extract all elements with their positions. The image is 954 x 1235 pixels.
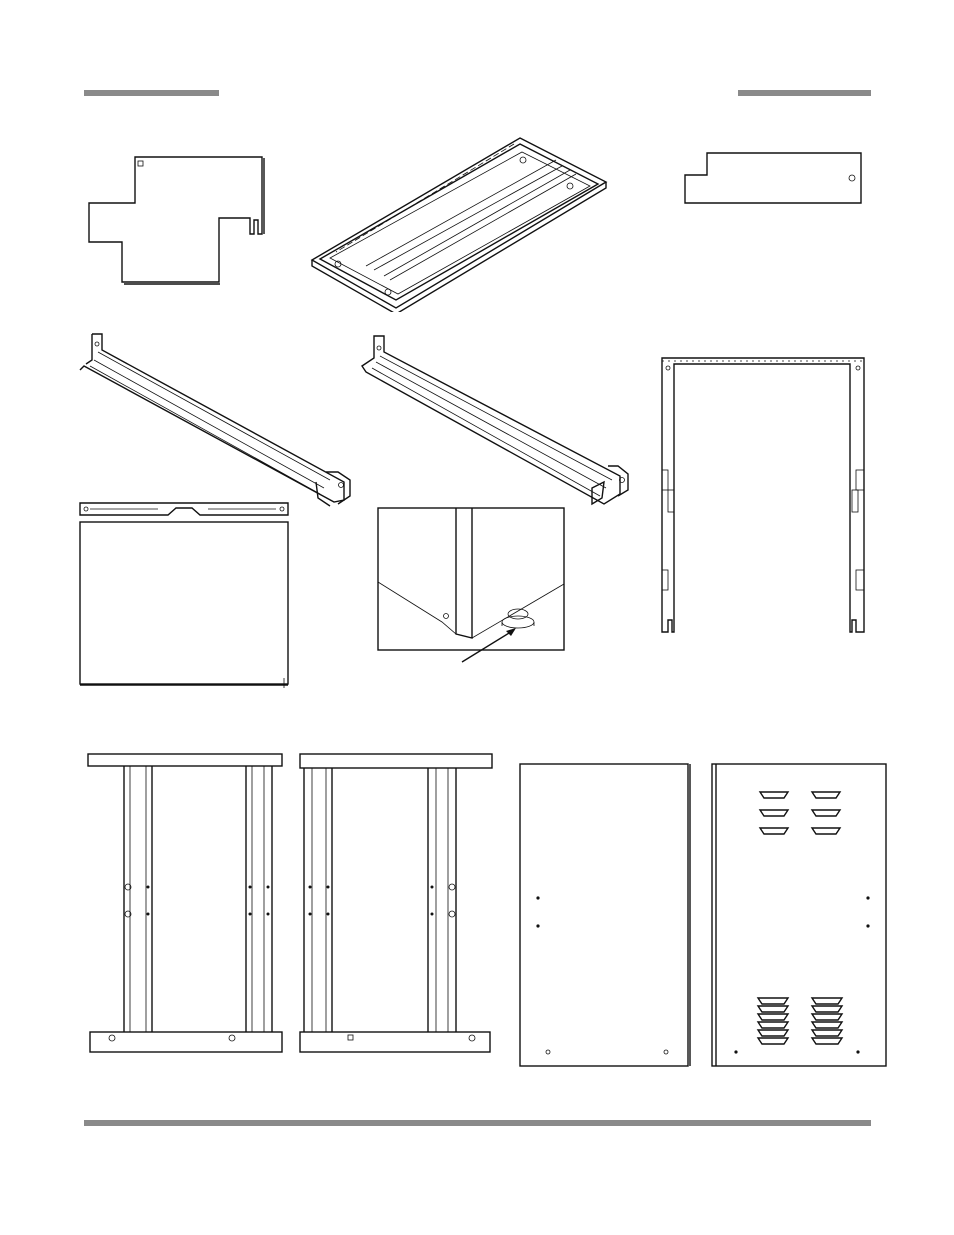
right-rail bbox=[356, 330, 636, 508]
louver-slot bbox=[760, 810, 788, 816]
front-frame-left bbox=[86, 752, 288, 1056]
front-frame-right bbox=[298, 752, 496, 1056]
flat-panel bbox=[78, 520, 292, 690]
header-rule-right bbox=[738, 90, 871, 96]
louver-slot bbox=[758, 1006, 788, 1012]
side-frame bbox=[656, 354, 870, 636]
louver-slot bbox=[812, 1038, 842, 1044]
stepped-top-bracket bbox=[682, 150, 866, 208]
louver-slot bbox=[758, 1014, 788, 1020]
louver-slot bbox=[812, 810, 840, 816]
louvered-side-panel bbox=[710, 762, 890, 1070]
louver-slot bbox=[758, 1022, 788, 1028]
louver-slot bbox=[812, 1022, 842, 1028]
louver-slot bbox=[758, 998, 788, 1004]
notched-side-bracket bbox=[86, 154, 266, 286]
header-rule-left bbox=[84, 90, 219, 96]
louver-slot bbox=[812, 1006, 842, 1012]
louver-slot bbox=[812, 998, 842, 1004]
leveling-leg-detail bbox=[376, 506, 566, 662]
louver-slot bbox=[760, 792, 788, 798]
louver-slot bbox=[812, 1014, 842, 1020]
louver-slot bbox=[812, 792, 840, 798]
louver-slot bbox=[758, 1030, 788, 1036]
louver-slot bbox=[760, 828, 788, 834]
louver-slot bbox=[812, 828, 840, 834]
drip-tray bbox=[308, 134, 610, 312]
louver-slot bbox=[758, 1038, 788, 1044]
top-panel-strip bbox=[78, 500, 290, 518]
louver-slot bbox=[812, 1030, 842, 1036]
solid-side-panel bbox=[518, 762, 694, 1070]
left-rail bbox=[76, 330, 356, 508]
footer-rule bbox=[84, 1120, 871, 1126]
